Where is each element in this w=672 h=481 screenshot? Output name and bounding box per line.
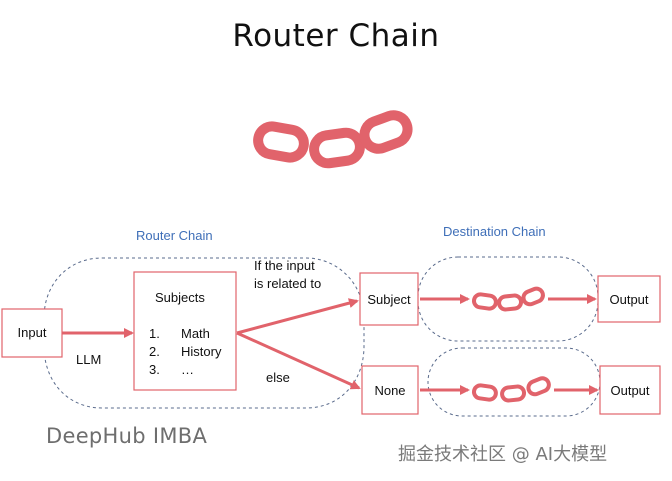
arrow-to-subject [236,298,359,335]
output-box-top [597,275,661,323]
else-label: else [266,370,290,385]
destination-chain-group-bottom [427,347,601,417]
subjects-list-number-3: 3. [149,362,160,377]
condition-label-line1: If the input [254,258,315,273]
output-box-bottom [599,365,661,415]
output-label-bottom: Output [610,383,650,398]
subject-box [359,272,419,326]
subject-label: Subject [367,292,411,307]
watermark-deephub: DeepHub IMBA [46,424,208,448]
destination-chain-label: Destination Chain [443,224,546,239]
input-box [1,308,63,358]
watermark-juejin: 掘金技术社区 @ AI大模型 [398,444,608,465]
none-label: None [374,383,406,398]
output-label-top: Output [609,292,649,307]
chain-link-icon [471,376,551,403]
chain-link-icon [471,286,545,312]
subjects-box [133,271,237,391]
subjects-list-item-2: History [181,344,222,359]
router-chain-group [43,257,365,409]
input-label: Input [17,325,47,340]
diagram-title: Router Chain [232,18,440,54]
arrow-to-none [236,331,361,390]
subjects-list-number-2: 2. [149,344,160,359]
chain-link-icon [253,110,413,169]
router-chain-label: Router Chain [136,228,213,243]
subjects-list-item-1: Math [181,326,210,341]
subjects-list-number-1: 1. [149,326,160,341]
subjects-title: Subjects [155,290,205,305]
llm-label: LLM [76,352,102,367]
subjects-list-item-3: … [181,362,194,377]
none-box [361,365,419,415]
condition-label-line2: is related to [254,276,322,291]
